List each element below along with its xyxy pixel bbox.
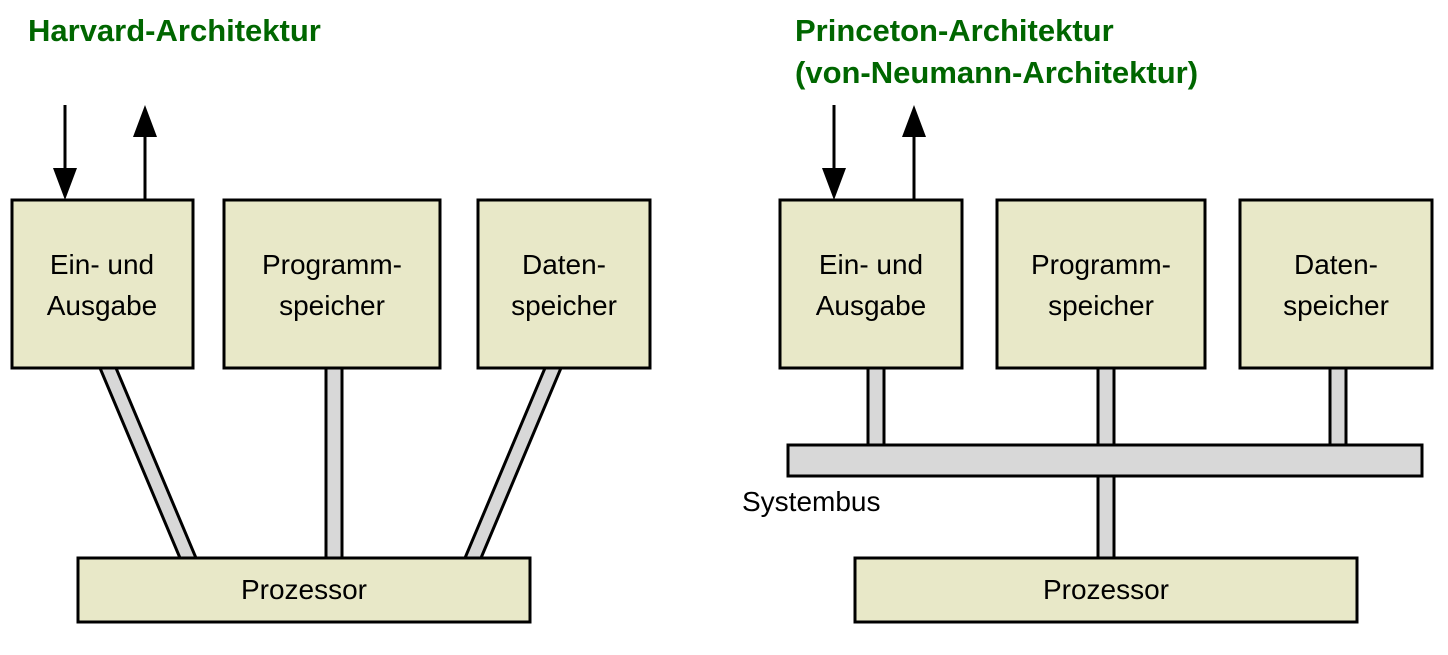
right-box-data-memory-line1: Daten- [1294,249,1378,280]
right-connector-bus-to-processor [1096,471,1116,562]
right-box-program-memory: Programm- speicher [995,198,1207,370]
system-bus-label: Systembus [742,486,881,517]
right-processor-label: Prozessor [1043,574,1169,605]
right-panel-title-line1: Princeton-Architektur [795,13,1114,48]
left-box-data-memory: Daten- speicher [476,198,652,370]
left-box-program-memory-line1: Programm- [262,249,402,280]
left-panel-title: Harvard-Architektur [28,13,321,48]
right-panel-title-line2: (von-Neumann-Architektur) [795,55,1198,90]
right-connector-io-to-bus [866,366,886,452]
left-box-io-line1: Ein- und [50,249,154,280]
left-box-io-line2: Ausgabe [47,290,158,321]
right-panel-princeton: Princeton-Architektur (von-Neumann-Archi… [742,13,1434,624]
system-bus-bar [786,443,1424,478]
left-box-data-memory-line1: Daten- [522,249,606,280]
left-connector-data-memory-to-processor [462,366,564,560]
left-box-data-memory-line2: speicher [511,290,617,321]
left-connector-program-memory-to-processor [324,366,344,560]
left-processor-label: Prozessor [241,574,367,605]
right-box-processor: Prozessor [853,556,1359,624]
left-panel-harvard: Harvard-Architektur Ein- und Ausgab [10,13,652,624]
left-box-processor: Prozessor [76,556,532,624]
right-box-io-line2: Ausgabe [816,290,927,321]
right-connector-program-memory-to-bus [1096,366,1116,452]
left-connector-io-to-processor [97,366,199,560]
right-box-data-memory-line2: speicher [1283,290,1389,321]
right-box-program-memory-line2: speicher [1048,290,1154,321]
left-box-program-memory: Programm- speicher [222,198,442,370]
left-box-program-memory-line2: speicher [279,290,385,321]
right-connector-data-memory-to-bus [1328,366,1348,452]
right-box-program-memory-line1: Programm- [1031,249,1171,280]
right-box-data-memory: Daten- speicher [1238,198,1434,370]
right-input-arrow-icon [822,105,846,200]
left-output-arrow-icon [133,105,157,200]
left-input-arrow-icon [53,105,77,200]
right-box-io: Ein- und Ausgabe [778,198,964,370]
right-output-arrow-icon [902,105,926,200]
left-box-io: Ein- und Ausgabe [10,198,195,370]
right-box-io-line1: Ein- und [819,249,923,280]
